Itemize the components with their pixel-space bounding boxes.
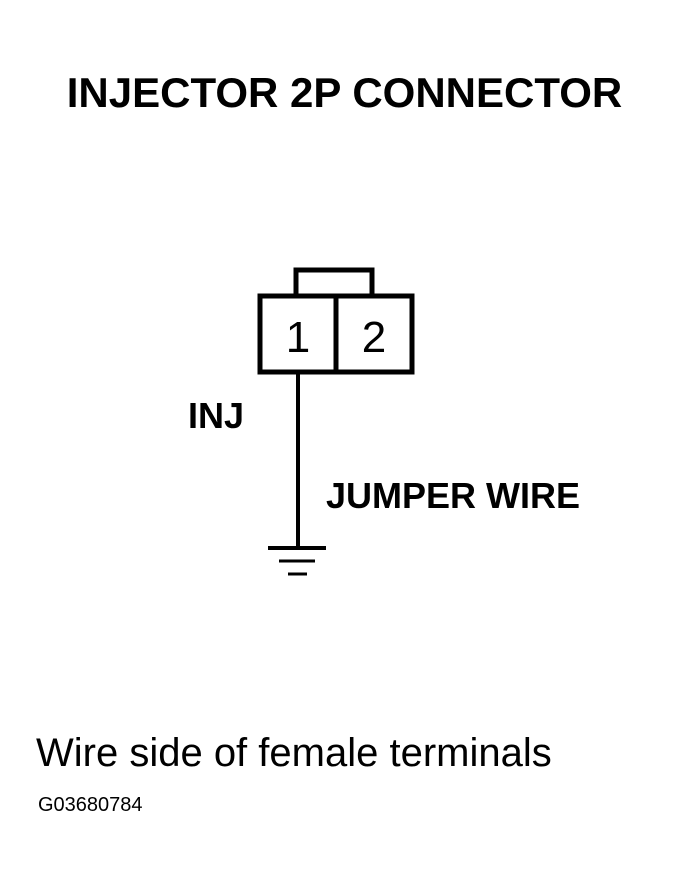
connector-housing	[257, 293, 415, 375]
terminal-1-label: 1	[286, 313, 310, 362]
ground-icon	[268, 546, 326, 576]
jumper-wire-label: JUMPER WIRE	[326, 475, 581, 516]
inj-label: INJ	[188, 395, 245, 436]
terminal-2-label: 2	[362, 313, 386, 362]
connector-lock-tab	[293, 267, 375, 295]
caption: Wire side of female terminals	[36, 731, 552, 775]
figure-id: G03680784	[38, 794, 143, 816]
diagram-title: INJECTOR 2P CONNECTOR	[66, 69, 623, 116]
